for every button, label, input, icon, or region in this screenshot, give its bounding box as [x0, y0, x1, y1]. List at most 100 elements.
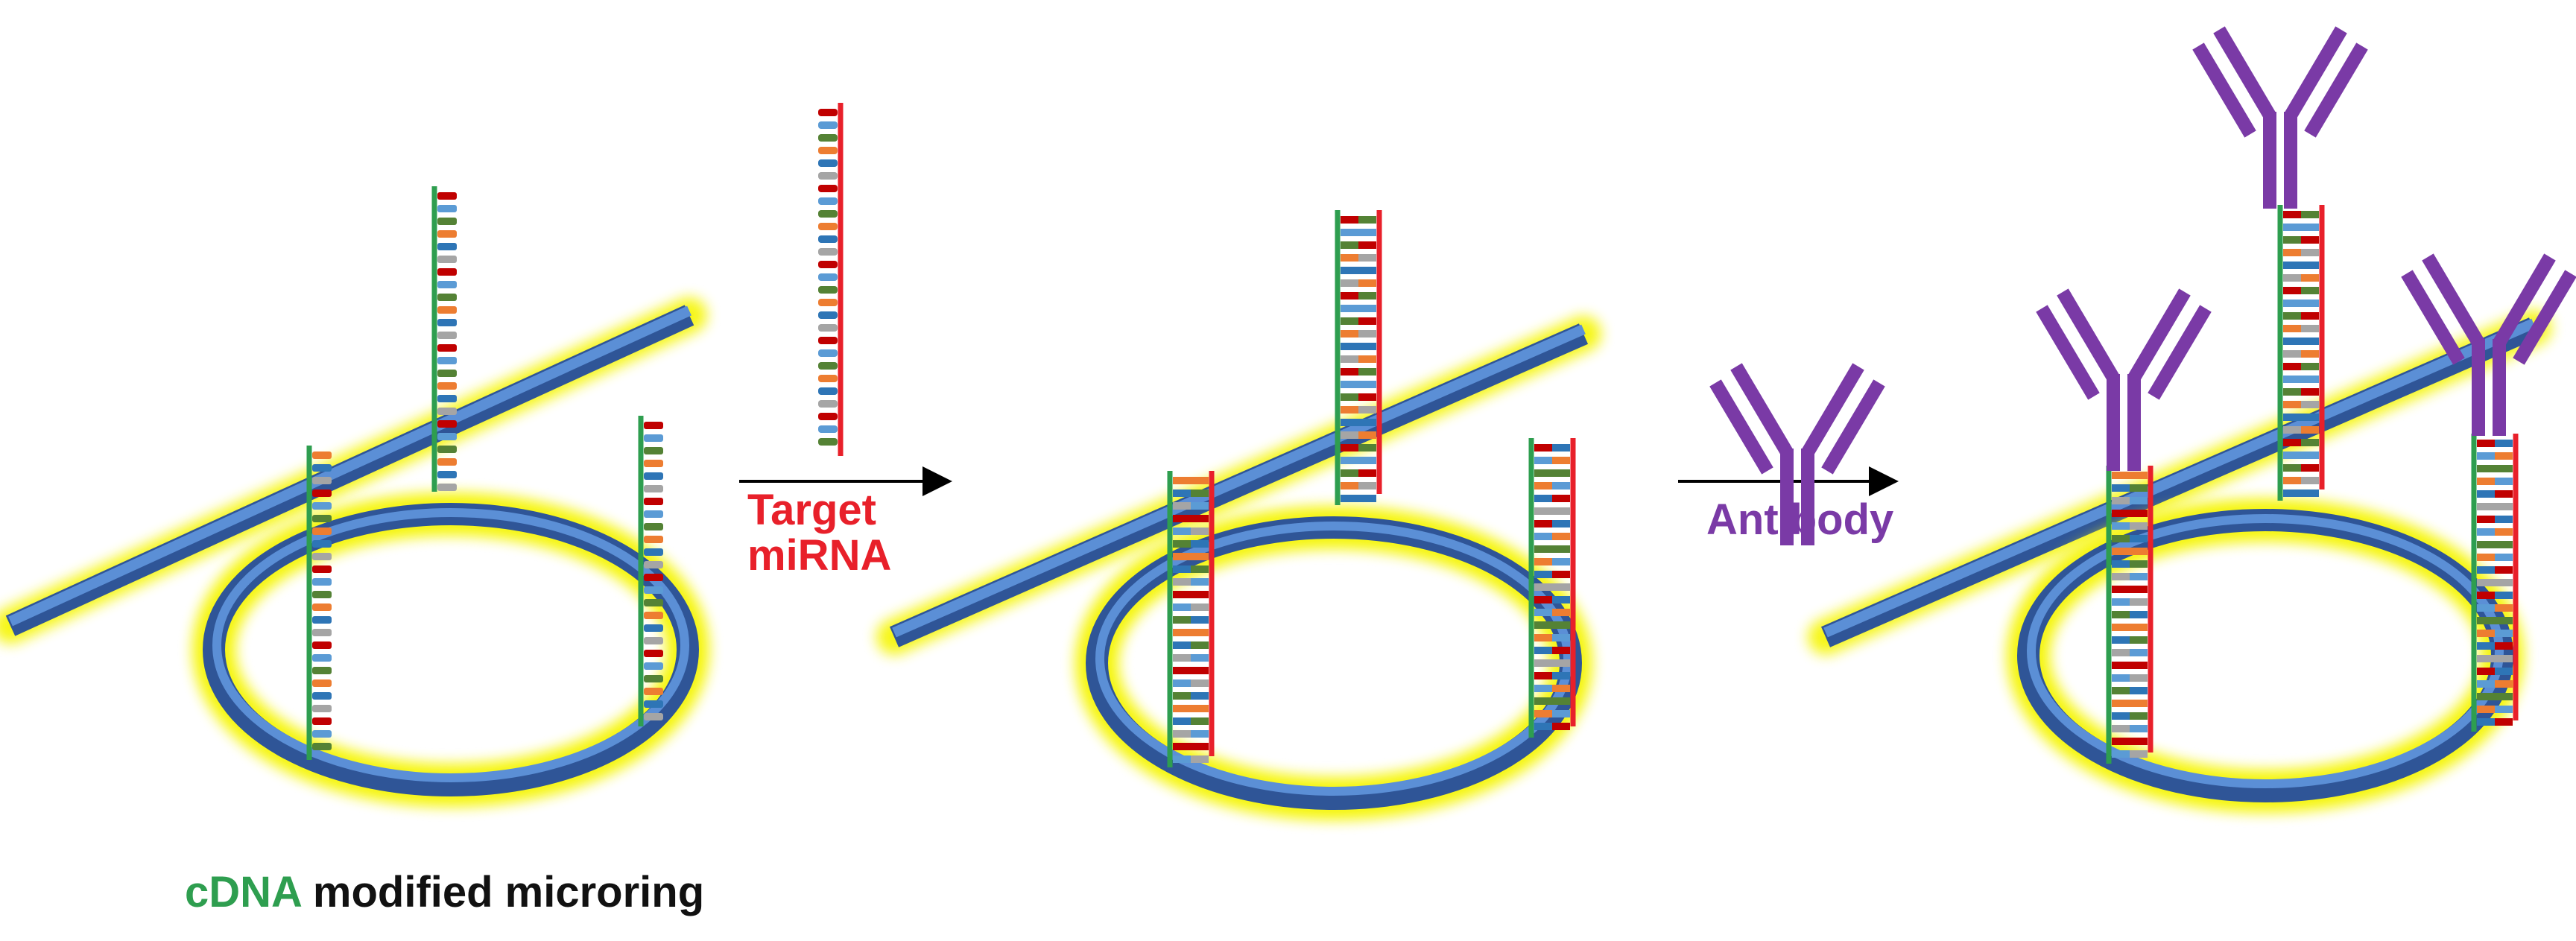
base-pair [2301, 211, 2319, 218]
base-pair [818, 147, 838, 154]
base-pair [1358, 292, 1376, 300]
base-pair [1173, 717, 1191, 725]
base-pair [818, 261, 838, 268]
base-pair [818, 286, 838, 294]
label-target-line1: Target [747, 486, 876, 534]
base-pair [2301, 363, 2319, 370]
base-pair [312, 641, 332, 649]
base-pair [818, 324, 838, 332]
base-pair [1341, 343, 1358, 350]
base-pair [437, 420, 457, 428]
base-pair [1358, 368, 1376, 376]
base-pair [2495, 693, 2513, 700]
base-pair [1191, 692, 1209, 700]
base-pair [1191, 489, 1209, 497]
base-pair [312, 452, 332, 459]
base-pair [2130, 674, 2148, 682]
base-pair [2301, 262, 2319, 269]
base-pair [437, 471, 457, 478]
base-pair [2112, 535, 2130, 542]
base-pair [2283, 376, 2301, 383]
base-pair [312, 578, 332, 586]
base-pair [2112, 560, 2130, 568]
base-pair [312, 730, 332, 738]
base-pair [644, 561, 663, 568]
base-pair [2283, 300, 2301, 307]
base-pair [1191, 629, 1209, 636]
base-pair [1534, 685, 1552, 692]
base-pair [644, 510, 663, 518]
base-pair [2283, 388, 2301, 396]
base-pair [1534, 520, 1552, 527]
bound-antibody [2036, 288, 2212, 471]
base-pair [2477, 668, 2495, 675]
base-pair [1552, 533, 1570, 540]
base-pair [437, 281, 457, 288]
base-pair [2112, 662, 2130, 669]
base-pair [1534, 634, 1552, 641]
base-pair [2495, 478, 2513, 485]
base-pair [818, 235, 838, 243]
base-pair [2130, 725, 2148, 732]
duplex-strand [1528, 438, 1576, 738]
base-pair [644, 675, 663, 682]
base-pair [1534, 558, 1552, 565]
base-pair [1173, 629, 1191, 636]
base-pair [437, 357, 457, 364]
base-pair [1534, 533, 1552, 540]
waveguide-bus [0, 297, 707, 644]
base-pair [2130, 497, 2148, 504]
base-pair [1358, 431, 1376, 439]
base-pair [437, 306, 457, 314]
base-pair [1534, 469, 1552, 477]
label-target-mirna: Target miRNA [747, 486, 892, 580]
base-pair [1191, 679, 1209, 687]
base-pair [2112, 636, 2130, 644]
base-pair [1173, 679, 1191, 687]
base-pair [1191, 527, 1209, 535]
base-pair [437, 319, 457, 326]
base-pair [1341, 419, 1358, 426]
caption-cdna-modified-microring: cDNA modified microring [185, 869, 704, 916]
base-pair [644, 422, 663, 429]
base-pair [2112, 522, 2130, 530]
base-pair [2130, 548, 2148, 555]
base-pair [2112, 611, 2130, 618]
base-pair [312, 629, 332, 636]
base-pair [1341, 457, 1358, 464]
base-pair [437, 230, 457, 238]
base-pair [2477, 579, 2495, 586]
base-pair [2495, 706, 2513, 713]
base-pair [437, 268, 457, 276]
base-pair [2283, 401, 2301, 408]
base-pair [437, 446, 457, 453]
base-pair [2477, 592, 2495, 599]
base-pair [2477, 693, 2495, 700]
base-pair [2130, 535, 2148, 542]
base-pair [1358, 254, 1376, 262]
base-pair [1534, 507, 1552, 515]
base-pair [818, 299, 838, 306]
base-pair [1191, 705, 1209, 712]
base-pair [1552, 621, 1570, 629]
base-pair [644, 434, 663, 442]
base-pair [1173, 502, 1191, 510]
base-pair [2495, 566, 2513, 574]
base-pair [644, 650, 663, 657]
stage-mirna-hybridized-ring [876, 210, 1601, 820]
base-pair [1534, 457, 1552, 464]
base-pair [2477, 541, 2495, 548]
base-pair [1191, 578, 1209, 586]
base-pair [644, 637, 663, 644]
base-pair [2301, 401, 2319, 408]
base-pair [644, 523, 663, 530]
label-target-line2: miRNA [747, 530, 892, 580]
duplex-strand [2471, 434, 2519, 732]
base-pair [2112, 573, 2130, 580]
base-pair [1552, 444, 1570, 452]
base-pair [437, 433, 457, 440]
base-pair [1552, 469, 1570, 477]
base-pair [1173, 591, 1191, 598]
base-pair [2130, 598, 2148, 606]
base-pair [2477, 503, 2495, 510]
